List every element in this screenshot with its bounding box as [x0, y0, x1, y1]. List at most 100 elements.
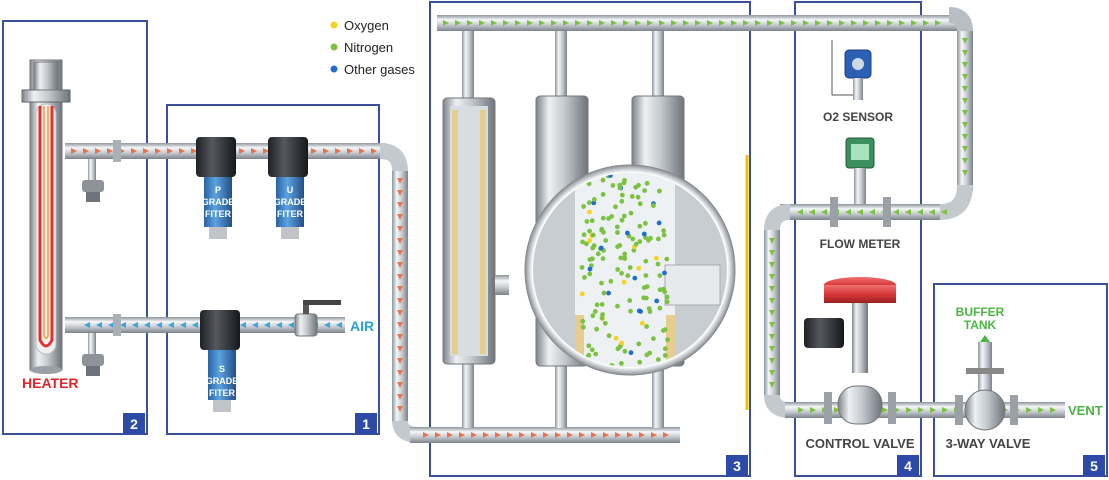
- gas-molecule: [615, 346, 621, 352]
- p-filter-head: [196, 137, 236, 177]
- gas-molecule: [589, 347, 595, 353]
- gas-molecule: [601, 290, 607, 296]
- flow-arrow: [962, 86, 968, 92]
- heater-label: HEATER: [22, 375, 79, 391]
- badge-section-2-text: 2: [130, 416, 138, 432]
- flow-arrow: [769, 370, 775, 376]
- heater: HEATER: [21, 59, 121, 391]
- gas-molecule: [587, 266, 593, 272]
- gas-molecule: [643, 235, 648, 241]
- gas-molecule: [651, 203, 656, 209]
- flow-arrow: [397, 322, 403, 328]
- lower-regulator-stem: [88, 333, 96, 355]
- flow-arrow: [397, 298, 403, 304]
- gas-molecule: [622, 348, 628, 354]
- flow-arrow: [779, 20, 785, 26]
- flow-arrow: [443, 20, 449, 26]
- gas-molecule: [661, 228, 666, 234]
- control-valve-body: [837, 385, 883, 425]
- flow-arrow: [962, 146, 968, 152]
- flow-arrow: [567, 432, 573, 438]
- gas-molecule: [636, 265, 642, 271]
- frame-section-1: [166, 104, 380, 435]
- gas-molecule: [661, 286, 666, 292]
- flow-arrow: [95, 148, 101, 154]
- gas-molecule: [661, 232, 667, 238]
- gas-molecule: [657, 305, 663, 311]
- flow-arrow: [423, 432, 429, 438]
- flow-arrow: [798, 407, 804, 413]
- control-valve: CONTROL VALVE: [804, 277, 915, 451]
- gas-molecule: [657, 188, 662, 194]
- flow-arrow: [769, 310, 775, 316]
- flow-arrow: [491, 20, 497, 26]
- gas-molecule: [619, 192, 625, 198]
- flow-arrow: [627, 432, 633, 438]
- gas-molecule: [619, 361, 624, 366]
- gas-molecule: [606, 290, 611, 296]
- flow-arrow: [107, 148, 113, 154]
- flow-arrow: [930, 407, 936, 413]
- flow-arrow: [479, 20, 485, 26]
- flow-arrow: [288, 322, 294, 328]
- flow-meter-flange-left: [830, 197, 838, 227]
- gas-molecule: [630, 236, 636, 242]
- legend: Oxygen Nitrogen Other gases: [330, 18, 415, 77]
- flow-arrow: [962, 62, 968, 68]
- flow-meter-display: [851, 144, 869, 160]
- flow-arrow: [335, 148, 341, 154]
- flow-arrow: [962, 74, 968, 80]
- flow-arrow: [179, 148, 185, 154]
- upper-regulator-bottom: [86, 192, 100, 202]
- u-filter-label-3: FITER: [277, 209, 303, 219]
- flow-arrow: [515, 20, 521, 26]
- flow-arrow: [929, 209, 935, 215]
- flow-arrow: [962, 50, 968, 56]
- gas-molecule: [602, 320, 608, 326]
- gas-molecule: [580, 239, 585, 245]
- gas-molecule: [614, 224, 620, 230]
- flow-arrow: [435, 432, 441, 438]
- gas-molecule: [610, 183, 616, 188]
- flow-arrow: [769, 238, 775, 244]
- gas-molecule: [606, 216, 611, 221]
- flow-arrow: [834, 407, 840, 413]
- flow-arrow: [397, 406, 403, 412]
- right-riser-pipe: [948, 7, 973, 190]
- u-filter-bowl: [276, 177, 304, 227]
- column1-side-port: [495, 275, 509, 295]
- gas-molecule: [584, 219, 590, 224]
- gas-molecule: [656, 236, 661, 242]
- section-badges: 1 2 3 4 5: [123, 413, 1105, 476]
- flow-arrow: [495, 432, 501, 438]
- flow-arrow: [591, 432, 597, 438]
- flow-arrow: [143, 148, 149, 154]
- p-filter-label-1: P: [215, 185, 221, 195]
- flow-arrow: [962, 122, 968, 128]
- flow-arrow: [663, 432, 669, 438]
- flow-arrow: [906, 407, 912, 413]
- flow-arrow: [264, 322, 270, 328]
- flow-arrow: [962, 170, 968, 176]
- gas-molecule: [618, 255, 624, 261]
- u-filter-label-1: U: [287, 185, 294, 195]
- flow-arrow: [263, 148, 269, 154]
- flow-arrow: [942, 407, 948, 413]
- gas-molecule: [653, 255, 659, 261]
- gas-molecule: [643, 273, 649, 278]
- flow-arrow: [911, 20, 917, 26]
- flow-arrow: [192, 322, 198, 328]
- flow-arrow: [459, 432, 465, 438]
- flow-arrow: [1050, 407, 1056, 413]
- buffer-tank-label-2: TANK: [964, 318, 997, 332]
- flow-arrow: [731, 20, 737, 26]
- gas-molecule: [629, 194, 635, 199]
- gas-molecule: [619, 217, 625, 223]
- gas-molecule: [627, 298, 633, 303]
- gas-molecule: [662, 327, 668, 333]
- gas-molecule: [633, 241, 639, 247]
- flow-arrow: [311, 148, 317, 154]
- flow-arrow: [397, 190, 403, 196]
- gas-molecule: [621, 213, 627, 219]
